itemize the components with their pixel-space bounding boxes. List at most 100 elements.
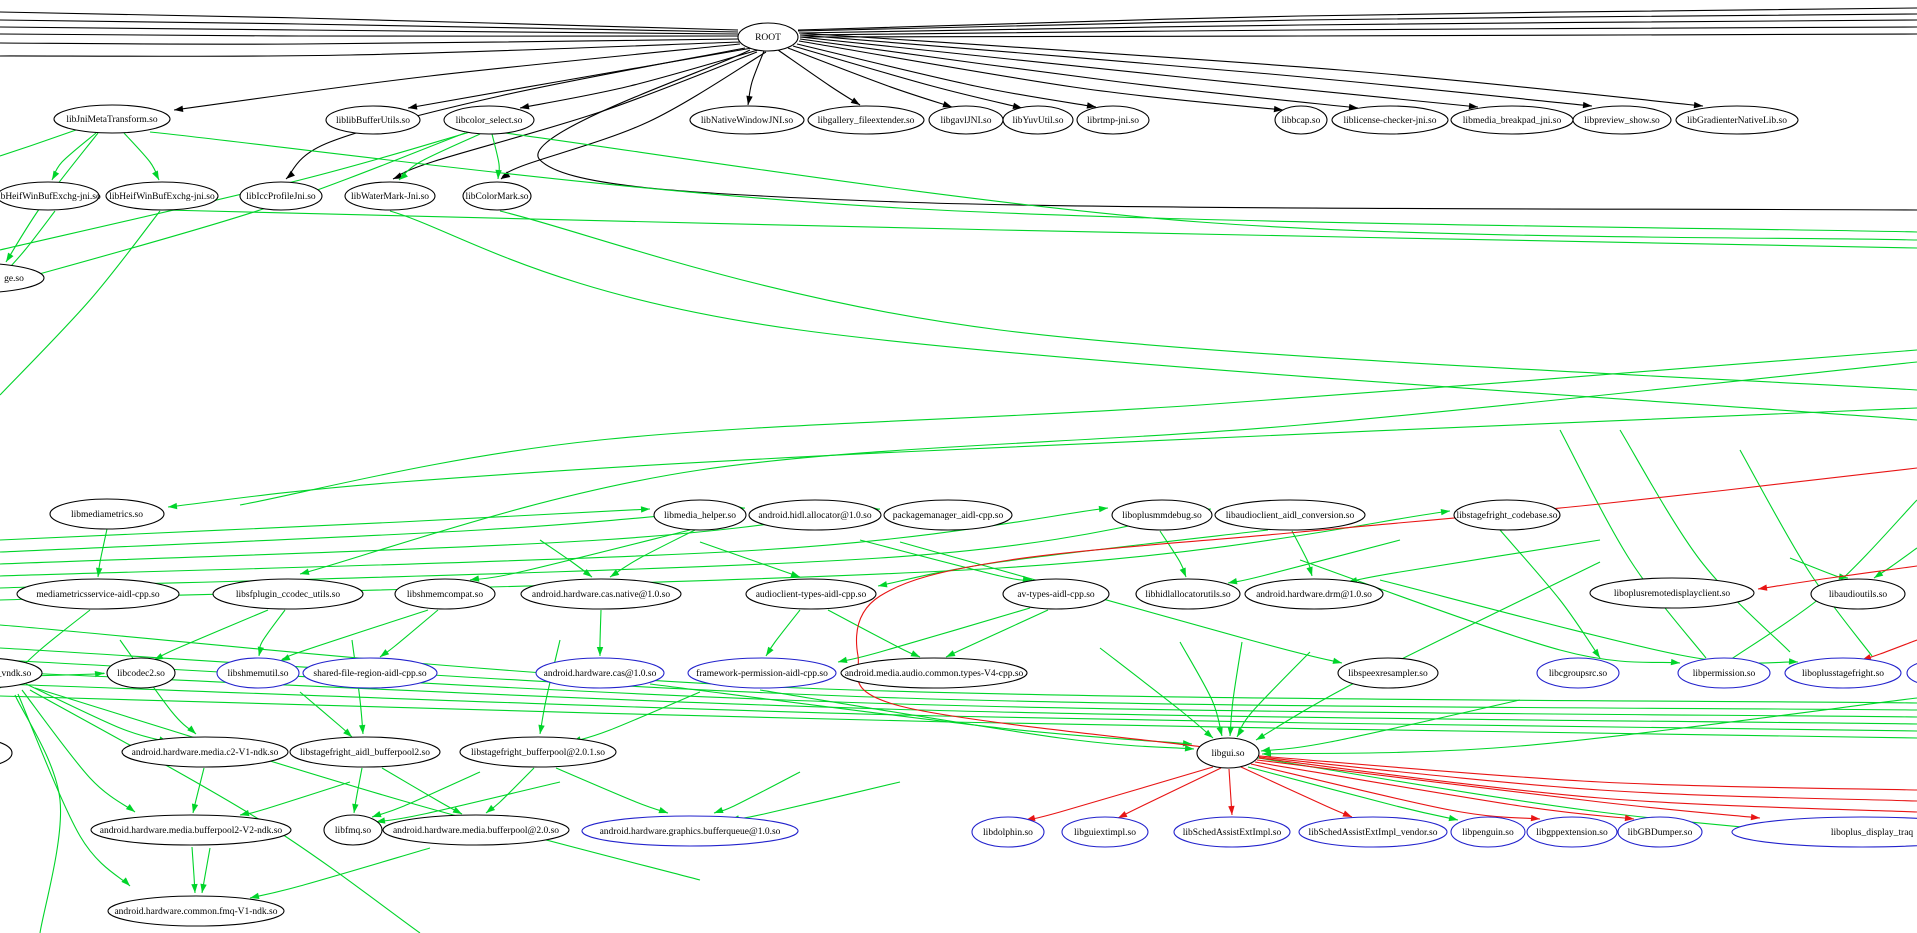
graph-edge [375,781,561,823]
node-label: liblicense-checker-jni.so [1344,116,1437,126]
node-label: libpreview_show.so [1584,116,1660,126]
graph-edge [1247,766,1459,821]
graph-edge [799,32,1704,107]
graph-edge [649,683,1193,745]
graph-edge [164,209,1917,249]
graph-node-n48 [1906,662,1917,684]
node-ellipse [302,657,438,689]
node-label: libcolor_select.so [456,116,523,126]
node-ellipse [1214,499,1366,531]
graph-edge [25,683,169,743]
graph-edge [14,694,62,933]
graph-edge [1379,579,1799,664]
node-label: libWaterMark-Jni.so [351,192,429,202]
graph-edge [173,43,741,111]
graph-node-n33: libhidlallocatorutils.so [1135,578,1241,610]
graph-node-n30: android.hardware.cas.native@1.0.so [520,578,682,610]
graph-edge [379,609,439,658]
node-ellipse [323,814,383,846]
node-ellipse [737,22,799,52]
graph-node-n19: ge.so [0,263,45,293]
edge-arrowhead-icon [596,647,604,656]
edge-arrowhead-icon [372,811,382,818]
edge-arrowhead-icon [538,724,545,734]
node-ellipse [1337,657,1439,689]
graph-node-n16: libIccProfileJni.so [239,181,323,211]
edge-arrowhead-icon [1216,726,1223,736]
node-label: libshmemutil.so [228,669,289,679]
graph-node-n1: libJniMetaTransform.so [53,104,171,134]
graph-node-n14: libHeifWinBufExchg-jni.so [0,181,101,211]
graph-node-n60: libSchedAssistExtImpl.so [1173,816,1291,848]
edge-arrowhead-icon [470,575,480,582]
edge-arrowhead-icon [281,654,291,661]
graph-node-n41: android.hardware.cas@1.0.so [535,657,665,689]
edge-arrowhead-icon [1624,814,1634,822]
graph-edge [239,349,1917,506]
node-label: libaudioclient_aidl_conversion.so [1226,511,1355,521]
node-ellipse [107,895,285,927]
node-label: libpenguin.so [1462,828,1514,838]
graph-edge [381,767,463,815]
node-label: libmedia_breakpad_jni.so [1463,116,1562,126]
graph-node-n24: liboplusmmdebug.so [1111,499,1213,531]
graph-edge [837,607,1031,663]
graph-edge [539,639,561,735]
node-label: liboplus_display_traq [1831,828,1914,838]
graph-edge [555,767,669,814]
edge-arrowhead-icon [125,804,135,812]
graph-edge [1757,565,1917,590]
node-label: packagemanager_aidl-cpp.so [893,511,1004,521]
graph-node-n27: mediametricsservice-aidl-cpp.so [16,578,180,610]
node-ellipse [289,736,441,768]
edge-arrowhead-icon [187,725,196,734]
graph-edge [0,33,739,37]
graph-edge [699,541,801,578]
graph-edge [1789,557,1849,579]
graph-edge [519,49,759,109]
graph-edge [537,49,1917,211]
node-ellipse [1298,816,1448,848]
graph-edge [1179,641,1223,737]
node-ellipse [1906,662,1917,684]
graph-edge [797,13,1917,32]
graph-node-n51: libstagefright_bufferpool@2.0.1.so [459,736,617,768]
graph-edge [1729,499,1917,661]
node-label: libYuvUtil.so [1013,116,1064,126]
node-ellipse [16,578,180,610]
node-ellipse [1135,578,1241,610]
graph-edge [1261,697,1917,755]
node-ellipse [90,814,292,846]
node-label: libmediametrics.so [71,510,143,520]
node-label: libdolphin.so [983,828,1033,838]
graph-edge [1117,767,1222,819]
graph-node-n56: android.hardware.media.bufferpool@2.0.so [382,814,570,846]
graph-edge [0,41,741,57]
graph-node-root: ROOT [737,22,799,52]
node-label: liboplusstagefright.so [1802,668,1884,679]
node-ellipse [1810,578,1906,610]
node-label: libmedia_helper.so [664,511,736,521]
node-ellipse [971,816,1045,848]
edge-arrowhead-icon [1256,732,1266,740]
edge-arrowhead-icon [1012,102,1022,109]
node-label: libGradienterNativeLib.so [1687,116,1787,126]
node-ellipse [1450,816,1526,848]
node-ellipse [1111,499,1213,531]
graph-node-n9: libbcap.so [1274,105,1328,135]
node-label: liboplusmmdebug.so [1122,511,1202,521]
node-ellipse [1784,657,1902,689]
graph-node-n32: av-types-aidl-cpp.so [1002,578,1110,610]
node-label: libHeifWinBufExchg-jni.so [0,191,101,202]
graph-edge [1258,757,1917,813]
edge-arrowhead-icon [1118,811,1128,818]
graph-edge [571,691,701,743]
edge-arrowhead-icon [640,506,650,513]
graph-edge [1099,647,1214,739]
node-label: libgppextension.so [1536,828,1608,838]
graph-edge [0,647,1917,711]
graph-edge [787,47,953,108]
edge-arrowhead-icon [1342,810,1352,817]
graph-node-n36: libaudioutils.so [1810,578,1906,610]
